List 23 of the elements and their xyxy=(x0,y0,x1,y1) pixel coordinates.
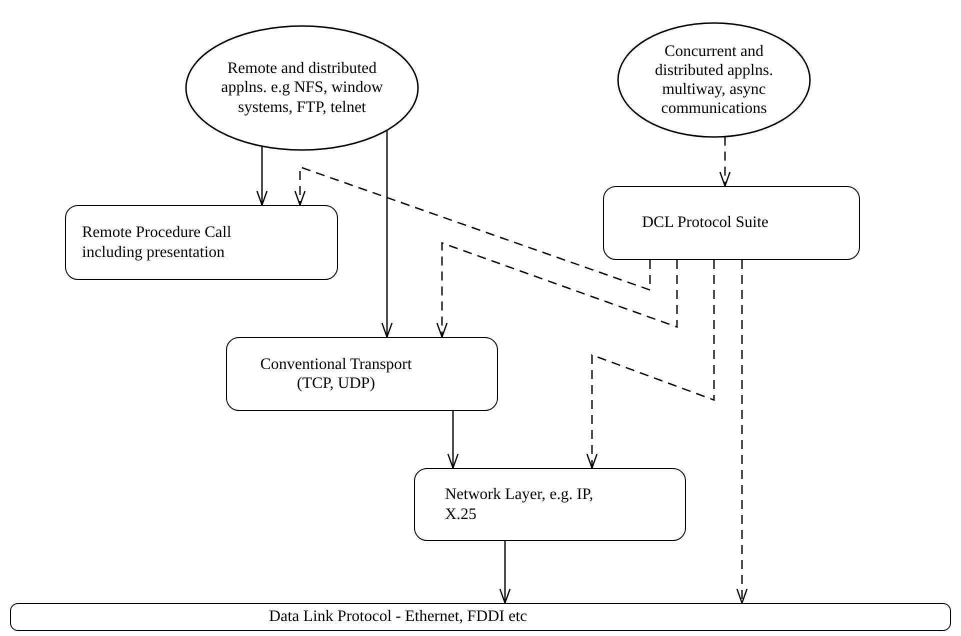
rounded-box xyxy=(414,468,686,541)
arrow xyxy=(447,411,459,469)
arrow xyxy=(736,260,748,604)
node-label: Concurrent and distributed applns. multiway, async communications xyxy=(654,42,774,118)
arrow xyxy=(294,166,651,291)
ellipse-node xyxy=(185,25,419,151)
rounded-box xyxy=(10,603,951,631)
ellipse-node xyxy=(617,22,811,138)
node-label: DCL Protocol Suite xyxy=(642,213,769,233)
arrow xyxy=(436,242,678,338)
rounded-box xyxy=(603,186,860,260)
rounded-box xyxy=(65,205,338,280)
arrow xyxy=(256,146,268,206)
node-label: Data Link Protocol - Ethernet, FDDI etc xyxy=(269,607,528,627)
arrow xyxy=(381,130,393,338)
node-label: Conventional Transport (TCP, UDP) xyxy=(259,354,413,394)
node-label: Remote Procedure Call including presentation xyxy=(82,223,232,262)
arrow xyxy=(586,260,715,469)
node-label: Network Layer, e.g. IP, X.25 xyxy=(445,485,594,524)
node-label: Remote and distributed applns. e.g NFS, window systems, FTP, telnet xyxy=(220,59,384,117)
arrow xyxy=(719,136,731,187)
rounded-box xyxy=(226,337,498,411)
arrow xyxy=(499,541,511,604)
